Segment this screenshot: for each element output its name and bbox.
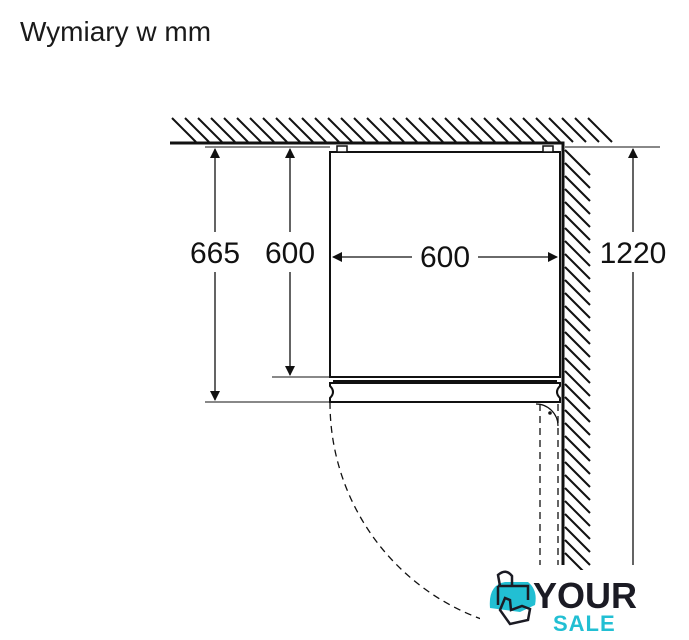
hatch-line — [564, 422, 591, 449]
hatch-line — [483, 117, 509, 143]
hatch-line — [457, 117, 483, 143]
hatch-line — [564, 201, 591, 228]
hatch-line — [564, 331, 591, 358]
spacer-right — [542, 145, 554, 153]
hatch-line — [564, 253, 591, 280]
hatch-line — [564, 474, 591, 501]
hatch-line — [564, 162, 591, 189]
hatch-line — [564, 448, 591, 475]
hatch-line — [564, 227, 591, 254]
dim-label-665: 665 — [190, 237, 240, 270]
hatch-line — [564, 357, 591, 384]
hatch-line — [564, 149, 591, 176]
hatch-line — [392, 117, 418, 143]
hatch-line — [418, 117, 444, 143]
hatch-line — [564, 487, 591, 514]
hatch-line — [184, 117, 210, 143]
hatch-line — [327, 117, 353, 143]
hatch-line — [574, 117, 600, 143]
wall-hatching — [171, 117, 613, 579]
hatch-line — [564, 188, 591, 215]
hatch-line — [564, 240, 591, 267]
hatch-line — [564, 435, 591, 462]
hatch-line — [564, 396, 591, 423]
hatch-line — [522, 117, 548, 143]
hatch-line — [171, 117, 197, 143]
hatch-line — [288, 117, 314, 143]
hatch-line — [564, 383, 591, 410]
hatch-line — [249, 117, 275, 143]
hatch-line — [564, 279, 591, 306]
cabinet-door — [329, 382, 561, 403]
logo-text-your: YOUR — [533, 575, 637, 616]
hatch-line — [564, 526, 591, 553]
hatch-line — [564, 461, 591, 488]
hatch-line — [564, 500, 591, 527]
hatch-line — [564, 370, 591, 397]
hatch-line — [262, 117, 288, 143]
hatch-line — [275, 117, 301, 143]
hatch-line — [431, 117, 457, 143]
hatch-line — [509, 117, 535, 143]
logo-text-sale: SALE — [553, 611, 616, 636]
hatch-line — [197, 117, 223, 143]
hatch-line — [210, 117, 236, 143]
hatch-line — [564, 175, 591, 202]
hatch-line — [587, 117, 613, 143]
dim-label-600-width: 600 — [420, 241, 470, 274]
hatch-line — [353, 117, 379, 143]
cabinet-body — [329, 151, 561, 378]
hatch-line — [564, 344, 591, 371]
hatch-line — [535, 117, 561, 143]
diagram-title: Wymiary w mm — [20, 16, 212, 47]
hatch-line — [564, 539, 591, 566]
hatch-line — [561, 117, 587, 143]
hatch-line — [564, 292, 591, 319]
hatch-line — [548, 117, 574, 143]
hatch-line — [301, 117, 327, 143]
hatch-line — [444, 117, 470, 143]
yoursale-logo: YOUR SALE — [480, 570, 689, 640]
dim-label-1220: 1220 — [600, 237, 667, 270]
hand-icon — [498, 596, 532, 626]
hatch-line — [405, 117, 431, 143]
hatch-line — [564, 214, 591, 241]
hatch-line — [236, 117, 262, 143]
hatch-line — [379, 117, 405, 143]
hatch-line — [366, 117, 392, 143]
hatch-line — [564, 513, 591, 540]
hatch-line — [314, 117, 340, 143]
hatch-line — [496, 117, 522, 143]
hatch-line — [564, 409, 591, 436]
hatch-line — [564, 305, 591, 332]
hatch-line — [564, 266, 591, 293]
dim-label-600-depth: 600 — [265, 237, 315, 270]
hatch-line — [470, 117, 496, 143]
wall-outline — [170, 141, 565, 565]
hatch-line — [340, 117, 366, 143]
spacer-left — [336, 145, 348, 153]
hatch-line — [564, 318, 591, 345]
hatch-line — [223, 117, 249, 143]
